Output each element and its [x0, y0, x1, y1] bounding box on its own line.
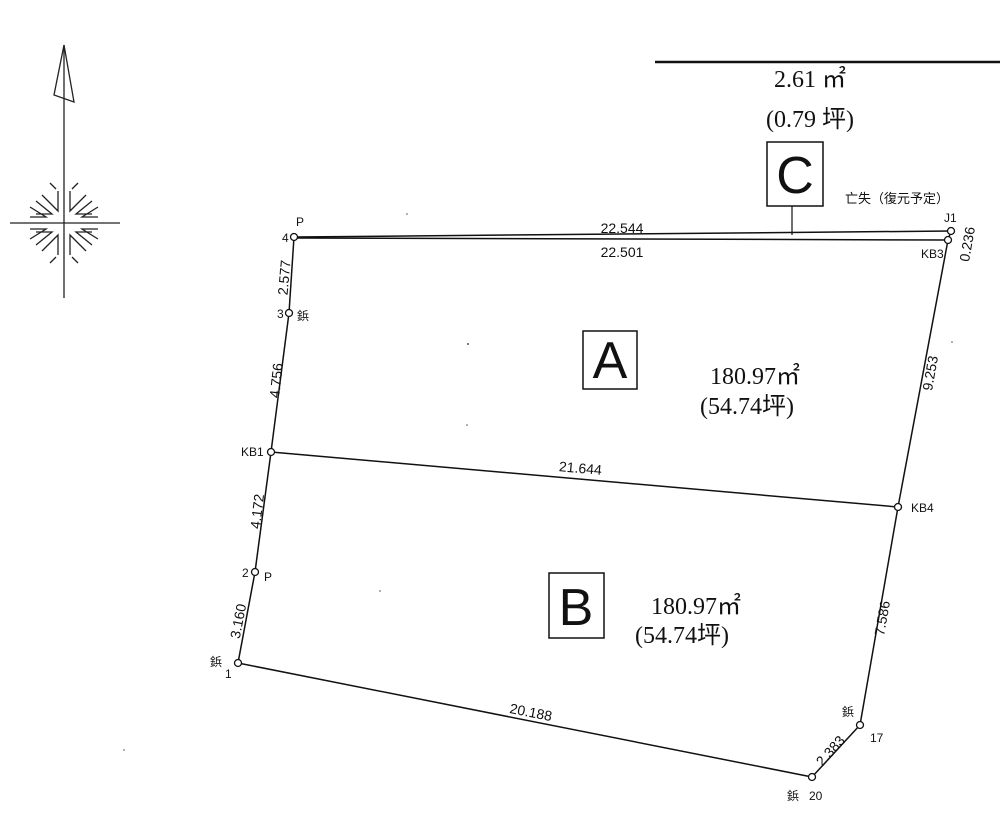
parcel-a-area: 180.97㎡: [710, 363, 800, 390]
point-17-mark: 鋲: [842, 704, 854, 719]
parcel-b-tsubo: (54.74坪): [635, 622, 729, 649]
point-kb3-marker: [943, 235, 953, 245]
point-4-mark: P: [296, 215, 304, 229]
dim-left-upper: 4.756: [266, 362, 286, 399]
parcel-a-label: A: [593, 332, 628, 390]
point-2-marker: [250, 567, 260, 577]
point-1-label: 1: [225, 667, 232, 681]
point-3-marker: [284, 308, 294, 318]
point-kb1-label: KB1: [241, 445, 264, 459]
parcel-c-area: 2.61 ㎡: [774, 66, 846, 93]
parcel-b-label-box: [548, 572, 605, 639]
point-2-label: 2: [242, 566, 249, 580]
point-17-marker: [855, 720, 865, 730]
point-j1-label: J1: [944, 211, 957, 225]
point-kb1-marker: [266, 447, 276, 457]
parcel-b-area: 180.97㎡: [651, 593, 741, 620]
parcel-c-tsubo: (0.79 坪): [766, 106, 854, 133]
point-20-marker: [807, 772, 817, 782]
point-17-label: 17: [870, 731, 884, 745]
parcel-c-label-box: [766, 141, 824, 207]
dim-middle: 21.644: [558, 458, 602, 478]
point-kb4-label: KB4: [911, 501, 934, 515]
point-2-mark: P: [264, 570, 272, 584]
dim-right-small: 0.236: [956, 225, 978, 262]
dim-bottom-right: 2.383: [813, 732, 848, 769]
point-j1-marker: [946, 226, 956, 236]
point-1-mark: 鋲: [210, 654, 222, 669]
dim-left-lower: 4.172: [247, 493, 267, 530]
point-1-marker: [233, 658, 243, 668]
point-4-label: 4: [282, 231, 289, 245]
point-20-label: 20: [809, 789, 823, 803]
point-kb4-marker: [893, 502, 903, 512]
dim-right-upper: 9.253: [919, 354, 941, 391]
north-arrow-icon: [10, 44, 120, 298]
point-4-marker: [289, 232, 299, 242]
point-3-label: 3: [277, 307, 284, 321]
point-20-mark: 鋲: [787, 788, 799, 803]
dim-top-inner: 22.501: [601, 244, 644, 260]
scan-specks: [123, 213, 953, 751]
dim-top-outer: 22.544: [601, 220, 644, 236]
parcel-boundaries: [237, 230, 952, 778]
parcel-b-label: B: [559, 579, 594, 637]
parcel-a-label-box: [582, 330, 638, 390]
parcel-a-tsubo: (54.74坪): [700, 393, 794, 420]
point-3-mark: 鋲: [297, 308, 309, 323]
boundary-points: [233, 226, 956, 782]
dim-left-bottom: 3.160: [227, 602, 249, 640]
parcel-c-note: 亡失（復元予定）: [845, 191, 949, 206]
dim-right-lower: 7.586: [871, 599, 893, 636]
point-kb3-label: KB3: [921, 247, 944, 261]
dim-left-top: 2.577: [275, 259, 294, 296]
parcel-c-label: C: [776, 147, 814, 205]
